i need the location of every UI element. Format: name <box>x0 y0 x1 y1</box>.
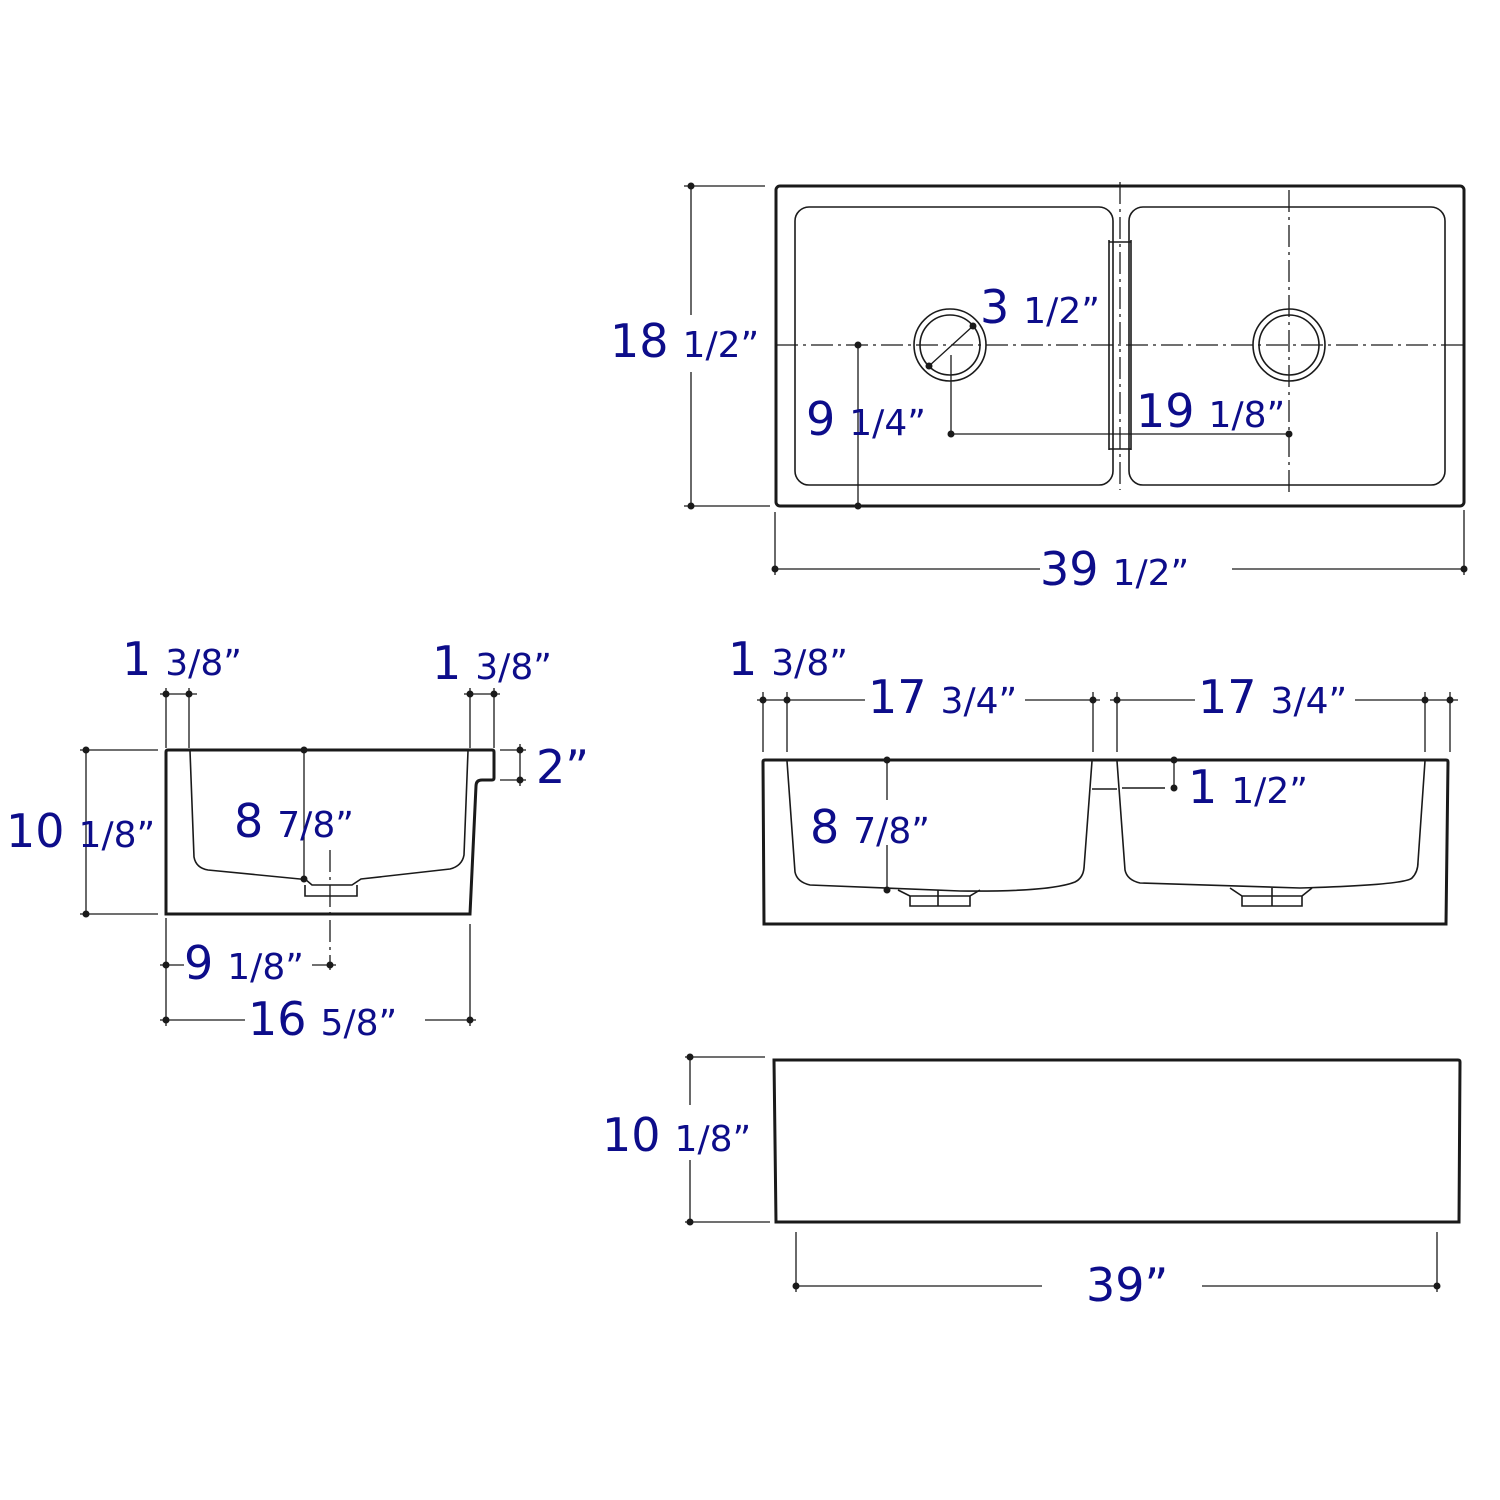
left-bowl-profile <box>786 760 1093 892</box>
side-drain-flange <box>304 885 358 897</box>
side-section-view <box>80 688 526 1026</box>
right-bowl-outline <box>1128 206 1446 486</box>
front-elevation-view <box>685 1053 1462 1292</box>
side-bowl-profile <box>189 750 469 886</box>
left-drain-inner <box>919 314 981 376</box>
right-drain-outer <box>1252 308 1326 382</box>
divider-drop <box>1092 787 1165 790</box>
apron-outline <box>772 1058 1462 1224</box>
front-section-outline <box>761 758 1450 926</box>
dim-apron-width: 39” <box>1086 1258 1169 1312</box>
right-drain-inner <box>1258 314 1320 376</box>
left-drain-outer <box>913 308 987 382</box>
top-view <box>684 182 1468 575</box>
side-outline <box>164 748 496 916</box>
left-bowl-outline <box>794 206 1114 486</box>
dim-apron-lip: 2” <box>536 740 590 794</box>
front-section-view <box>757 692 1458 926</box>
right-drain-flange <box>1229 887 1313 907</box>
right-bowl-profile <box>1116 760 1426 889</box>
left-drain-flange <box>897 889 981 907</box>
